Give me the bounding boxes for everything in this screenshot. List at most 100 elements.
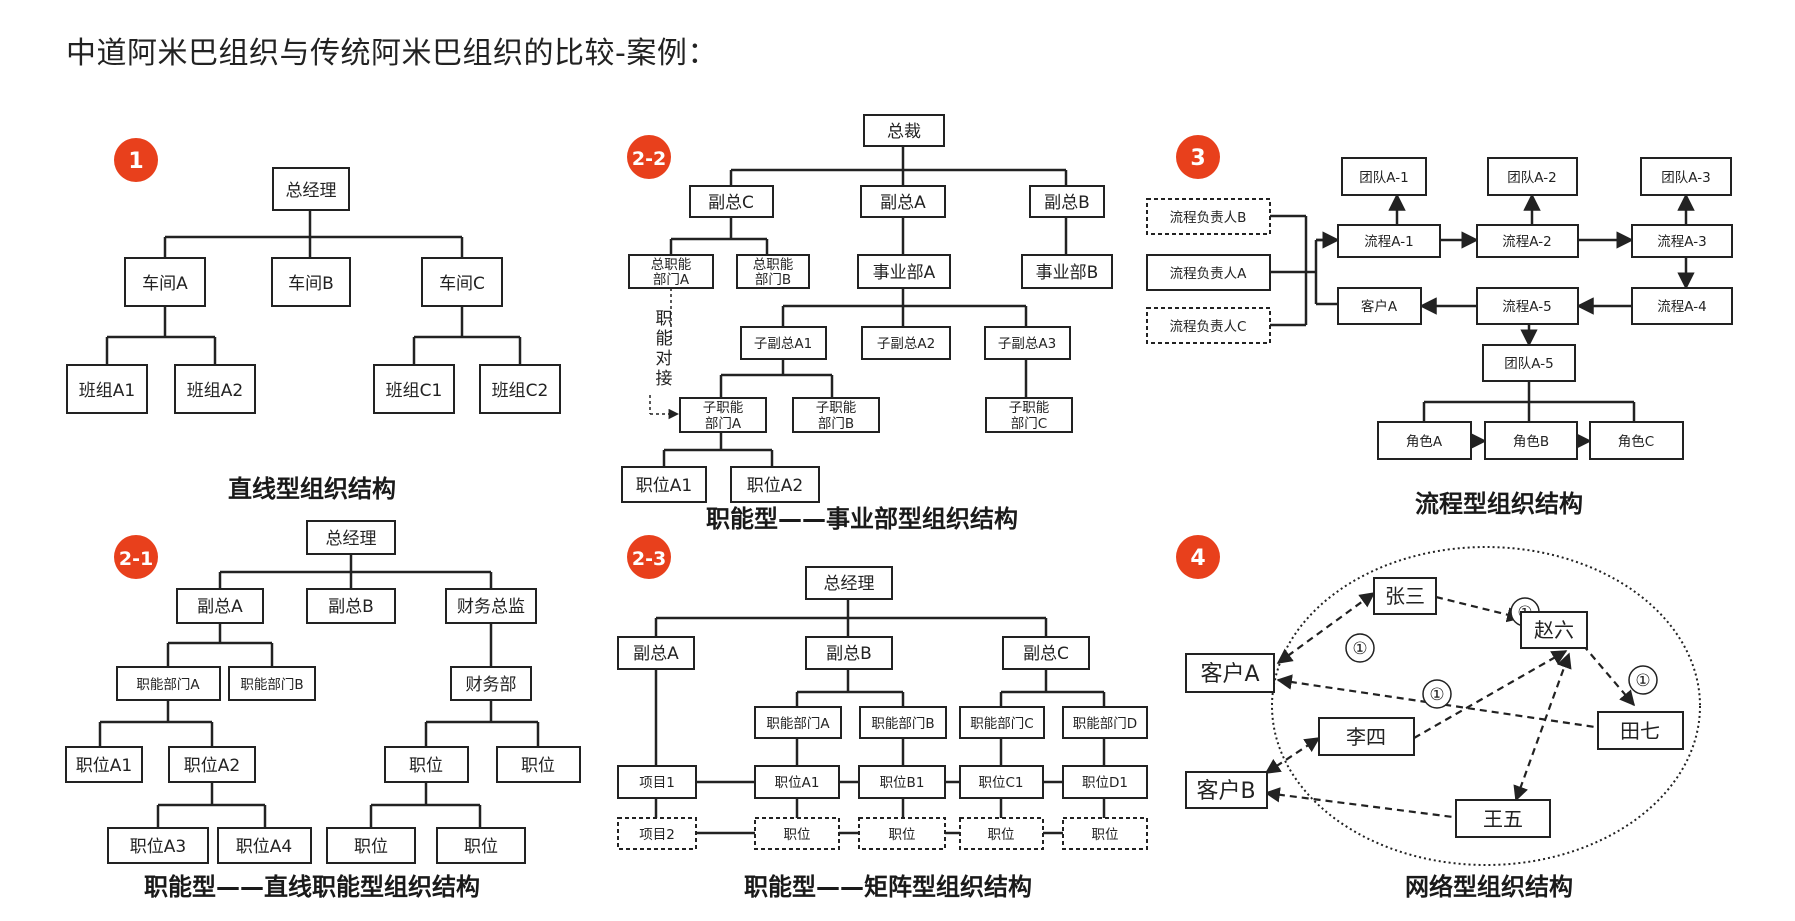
svg-text:赵六: 赵六 [1534,618,1574,642]
svg-text:总经理: 总经理 [286,181,337,201]
svg-text:子副总A1: 子副总A1 [754,336,812,352]
node-team-a1: 团队A-1 [1341,157,1427,196]
svg-text:班组C1: 班组C1 [386,381,443,401]
svg-text:职位: 职位 [889,827,916,843]
badge-2-2: 2-2 [627,135,671,179]
node-project-2: 项目2 [617,817,697,850]
svg-text:流程A-4: 流程A-4 [1657,299,1706,315]
step-marker: ① [1628,665,1658,695]
svg-text:事业部A: 事业部A [873,263,936,283]
svg-text:职位B1: 职位B1 [880,775,925,791]
node-position-f3: 职位 [326,827,416,864]
svg-text:部门B: 部门B [755,272,791,288]
node-role-a: 角色A [1377,421,1472,460]
node-process-a1: 流程A-1 [1337,224,1441,258]
node-position-a2: 职位A2 [730,466,820,503]
svg-text:王五: 王五 [1483,807,1523,831]
node-process-owner-a: 流程负责人A [1146,254,1271,291]
svg-text:副总C: 副总C [708,193,754,213]
svg-text:流程A-2: 流程A-2 [1502,234,1551,250]
node-process-a3: 流程A-3 [1631,224,1733,258]
node-position-a1: 职位A1 [65,746,143,783]
svg-text:职位: 职位 [1092,827,1119,843]
svg-text:职位: 职位 [988,827,1015,843]
badge-3: 3 [1176,135,1220,179]
node-team-a5: 团队A-5 [1482,344,1576,382]
node-team-c2: 班组C2 [479,364,561,414]
node-sub-vp-a1: 子副总A1 [740,326,827,360]
node-zhang-san: 张三 [1373,577,1437,615]
diagram-line-functional: 2-1 总经理 副总A 副总B 财务总监 职能部门A 职能部门B 财务部 职位A… [65,520,581,901]
svg-text:李四: 李四 [1346,725,1386,749]
svg-text:副总A: 副总A [880,193,926,213]
node-process-owner-c: 流程负责人C [1146,307,1271,344]
node-team-c1: 班组C1 [373,364,455,414]
svg-text:部门B: 部门B [818,416,854,432]
node-business-unit-b: 事业部B [1021,254,1113,289]
svg-text:接: 接 [656,369,673,389]
svg-text:副总C: 副总C [1023,644,1069,664]
badge-2-3: 2-3 [627,535,671,579]
node-workshop-b: 车间B [271,257,351,307]
svg-text:1: 1 [128,149,143,174]
svg-text:客户A: 客户A [1200,662,1259,687]
svg-text:财务部: 财务部 [466,675,517,695]
node-process-a5: 流程A-5 [1476,287,1579,325]
node-vp-b: 副总B [805,636,893,670]
node-position-a1: 职位A1 [621,466,707,503]
node-tian-qi: 田七 [1597,711,1684,750]
svg-text:职能部门A: 职能部门A [766,716,830,732]
svg-text:班组C2: 班组C2 [492,381,549,401]
diagram-process: 3 流程负责人B 流程负责人A 流程负责人C 团队A-1 团队A-2 团队A-3… [1146,135,1733,518]
svg-text:项目2: 项目2 [639,827,675,843]
node-finance-dept: 财务部 [450,666,532,701]
node-position-d1: 职位D1 [1062,765,1148,799]
svg-text:2-1: 2-1 [119,548,153,570]
svg-text:张三: 张三 [1385,584,1425,608]
node-team-a3: 团队A-3 [1640,157,1732,196]
step-marker: ① [1422,679,1452,709]
svg-text:职位: 职位 [409,756,443,776]
caption-process: 流程型组织结构 [1415,490,1583,518]
node-zhao-liu: 赵六 [1520,611,1588,649]
node-team-a1: 班组A1 [66,364,148,414]
svg-text:车间C: 车间C [439,274,485,294]
node-sub-vp-a3: 子副总A3 [984,326,1071,360]
svg-text:客户A: 客户A [1361,298,1398,315]
node-position-a4: 职位A4 [217,827,312,864]
svg-text:职能部门A: 职能部门A [136,677,200,693]
node-position-a2: 职位A2 [168,746,256,783]
caption-matrix: 职能型——矩阵型组织结构 [744,873,1032,901]
svg-text:职位C1: 职位C1 [978,775,1023,791]
svg-text:2-2: 2-2 [632,148,666,170]
svg-text:2-3: 2-3 [632,548,666,570]
node-functional-dept-a: 职能部门A [754,706,842,739]
node-workshop-c: 车间C [421,257,503,307]
svg-text:角色B: 角色B [1513,433,1549,450]
svg-text:团队A-2: 团队A-2 [1507,170,1556,186]
svg-text:职位: 职位 [354,837,388,857]
svg-text:3: 3 [1190,146,1205,171]
node-position-1: 职位 [754,817,840,850]
svg-text:角色C: 角色C [1618,433,1654,450]
diagram-matrix: 2-3 总经理 副总A 副总B 副总C 职能部门A 职能部门B 职能部门C 职能… [617,535,1148,901]
svg-text:团队A-5: 团队A-5 [1504,356,1553,372]
svg-text:子副总A3: 子副总A3 [998,336,1056,352]
node-vp-a: 副总A [617,636,695,670]
svg-text:班组A2: 班组A2 [187,381,243,401]
svg-text:职能部门B: 职能部门B [871,716,934,732]
node-team-a2: 班组A2 [174,364,256,414]
node-vp-c: 副总C [689,185,774,218]
node-general-manager: 总经理 [272,167,350,211]
svg-text:职位A4: 职位A4 [236,837,292,857]
svg-text:子副总A2: 子副总A2 [877,336,935,352]
caption-divisional: 职能型——事业部型组织结构 [706,505,1018,533]
svg-text:总裁: 总裁 [887,122,921,142]
svg-text:班组A1: 班组A1 [79,381,135,401]
caption-line-functional: 职能型——直线职能型组织结构 [144,873,480,901]
